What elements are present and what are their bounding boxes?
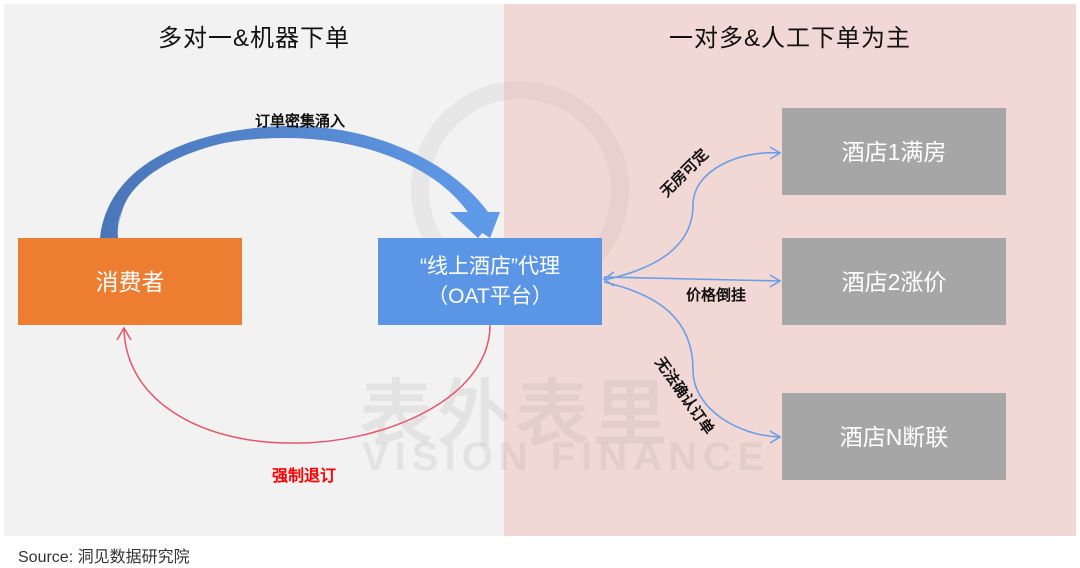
hotel2-label: 酒店2涨价 xyxy=(841,268,947,295)
oat-label-line2: （OAT平台） xyxy=(427,284,553,308)
source-note: Source: 洞见数据研究院 xyxy=(18,549,190,566)
price-inversion-arrow xyxy=(603,276,781,282)
consumer-node: 消费者 xyxy=(18,238,242,325)
consumer-label: 消费者 xyxy=(95,268,165,295)
hotel1-node: 酒店1满房 xyxy=(782,108,1006,195)
no-rooms-arrow xyxy=(603,151,781,281)
price-inversion-label: 价格倒挂 xyxy=(686,287,747,304)
hotelN-label: 酒店N断联 xyxy=(839,423,949,450)
orders-flood-arrowhead xyxy=(450,212,500,238)
cannot-confirm-arrow xyxy=(603,281,781,438)
right-panel-title: 一对多&人工下单为主 xyxy=(668,25,911,52)
orders-flood-arrow-body xyxy=(100,125,488,238)
left-panel-title: 多对一&机器下单 xyxy=(157,25,350,52)
hotel2-node: 酒店2涨价 xyxy=(782,238,1006,325)
orders-flood-label: 订单密集涌入 xyxy=(255,113,346,130)
hotelN-node: 酒店N断联 xyxy=(782,393,1006,480)
forced-cancel-arrow xyxy=(123,324,491,444)
hotel1-label: 酒店1满房 xyxy=(841,138,947,165)
oat-node: “线上酒店”代理 （OAT平台） xyxy=(378,238,602,325)
forced-cancel-label: 强制退订 xyxy=(272,468,337,485)
oat-label-line1: “线上酒店”代理 xyxy=(420,254,560,278)
